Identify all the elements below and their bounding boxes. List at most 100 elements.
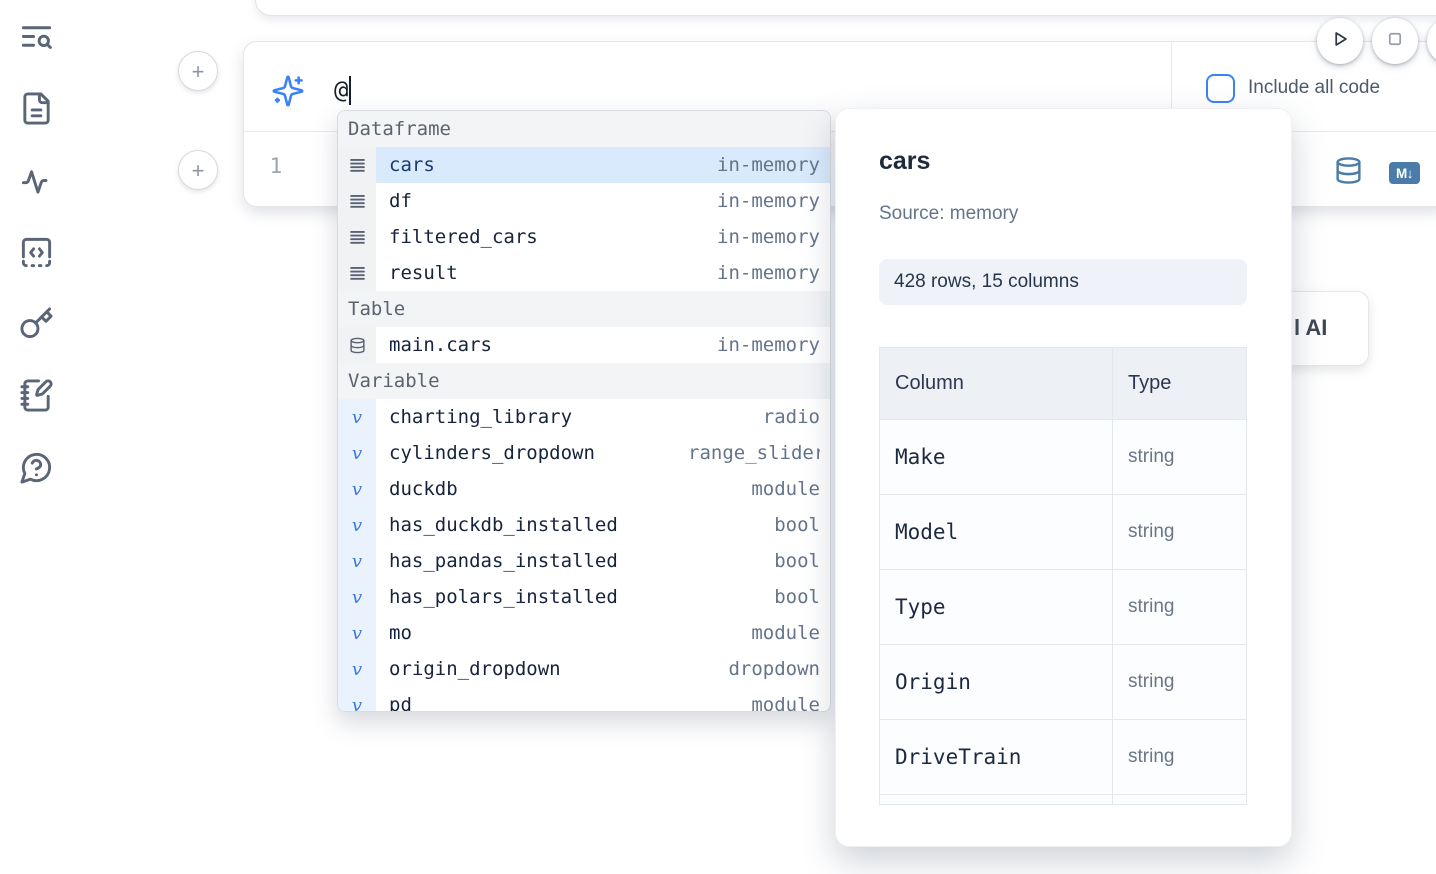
schema-row-partial [880, 795, 1246, 804]
variable-item-icon: v [338, 579, 376, 615]
stop-cell-button[interactable] [1372, 18, 1418, 64]
sidebar-item-secrets[interactable] [18, 306, 55, 344]
schema-row-DriveTrain: DriveTrain string [880, 720, 1246, 795]
text-caret [349, 75, 352, 105]
variable-item-icon: v [338, 687, 376, 711]
sidebar-item-files[interactable] [18, 91, 55, 131]
ai-prompt-input[interactable]: @ [334, 72, 352, 108]
autocomplete-item-df[interactable]: df in-memory [338, 183, 830, 219]
help-chat-icon [19, 450, 54, 490]
sidebar-item-help[interactable] [18, 451, 55, 488]
item-type: range_slider [688, 442, 820, 464]
ai-action-label: l AI [1294, 315, 1328, 340]
notebook-pen-icon [19, 378, 54, 418]
item-type: dropdown [728, 658, 820, 680]
item-type: bool [774, 550, 820, 572]
item-type: module [751, 622, 820, 644]
variable-item-icon: v [338, 507, 376, 543]
dataframe-item-icon [338, 183, 376, 219]
play-icon [1327, 26, 1353, 57]
table-item-icon [338, 327, 376, 363]
schema-row-Make: Make string [880, 420, 1246, 495]
type-header: Type [1128, 372, 1172, 394]
item-name: has_duckdb_installed [389, 514, 618, 536]
schema-table-header: Column Type [880, 348, 1246, 420]
autocomplete-section-table: Table [338, 291, 830, 327]
item-name: charting_library [389, 406, 573, 428]
item-name: has_polars_installed [389, 586, 618, 608]
run-cell-button[interactable] [1317, 18, 1363, 64]
item-name: mo [389, 622, 412, 644]
line-number: 1 [269, 154, 283, 178]
add-cell-above-button[interactable]: + [178, 51, 218, 91]
ai-prompt-row: @ Include all code [244, 42, 1436, 131]
add-cell-below-button[interactable]: + [178, 150, 218, 190]
column-name: Make [880, 420, 1113, 494]
column-type: string [1128, 446, 1175, 467]
item-name: duckdb [389, 478, 458, 500]
autocomplete-item-cylinders_dropdown[interactable]: v cylinders_dropdown range_slider [338, 435, 830, 471]
sidebar-item-scratchpad[interactable] [18, 236, 55, 273]
item-name: origin_dropdown [389, 658, 561, 680]
column-type: string [1128, 746, 1175, 767]
column-name: Model [880, 495, 1113, 569]
item-name: filtered_cars [389, 226, 538, 248]
autocomplete-item-filtered_cars[interactable]: filtered_cars in-memory [338, 219, 830, 255]
sidebar-item-documentation[interactable] [18, 378, 55, 418]
extra-cell-button[interactable] [1427, 18, 1436, 64]
item-type: module [751, 478, 820, 500]
variable-item-icon: v [338, 615, 376, 651]
item-name: df [389, 190, 412, 212]
item-type: module [751, 694, 820, 712]
file-text-icon [19, 91, 54, 131]
code-editor-row[interactable]: 1 M↓ [244, 132, 1436, 205]
dataframe-item-icon [338, 219, 376, 255]
sidebar-item-search[interactable] [18, 20, 55, 57]
include-all-code-checkbox[interactable] [1206, 73, 1235, 103]
sparkles-icon [271, 74, 305, 108]
variable-item-icon: v [338, 651, 376, 687]
item-type: in-memory [717, 226, 820, 248]
preview-title: cars [879, 147, 931, 175]
shape-badge: 428 rows, 15 columns [879, 259, 1247, 305]
column-name: Type [880, 570, 1113, 644]
item-type: in-memory [717, 262, 820, 284]
column-name: DriveTrain [880, 720, 1113, 794]
column-type: string [1128, 671, 1175, 692]
activity-icon [19, 163, 54, 203]
item-name: cylinders_dropdown [389, 442, 595, 464]
sidebar-item-activity[interactable] [18, 164, 55, 201]
sidebar [0, 0, 72, 874]
column-type: string [1128, 521, 1175, 542]
item-name: pd [389, 694, 412, 712]
cell-actions: M↓ [1334, 156, 1420, 190]
variable-item-icon: v [338, 435, 376, 471]
variable-item-icon: v [338, 471, 376, 507]
previous-cell-edge [255, 0, 1436, 16]
prompt-divider [1171, 42, 1172, 131]
database-icon[interactable] [1334, 156, 1363, 190]
column-header: Column [880, 348, 1113, 419]
autocomplete-section-dataframe: Dataframe [338, 111, 830, 147]
item-type: in-memory [717, 190, 820, 212]
item-type: in-memory [717, 334, 820, 356]
autocomplete-item-origin_dropdown[interactable]: v origin_dropdown dropdown [338, 651, 830, 687]
markdown-icon[interactable]: M↓ [1389, 162, 1420, 184]
dataframe-item-icon [338, 255, 376, 291]
column-type: string [1128, 596, 1175, 617]
stop-icon [1382, 26, 1408, 57]
